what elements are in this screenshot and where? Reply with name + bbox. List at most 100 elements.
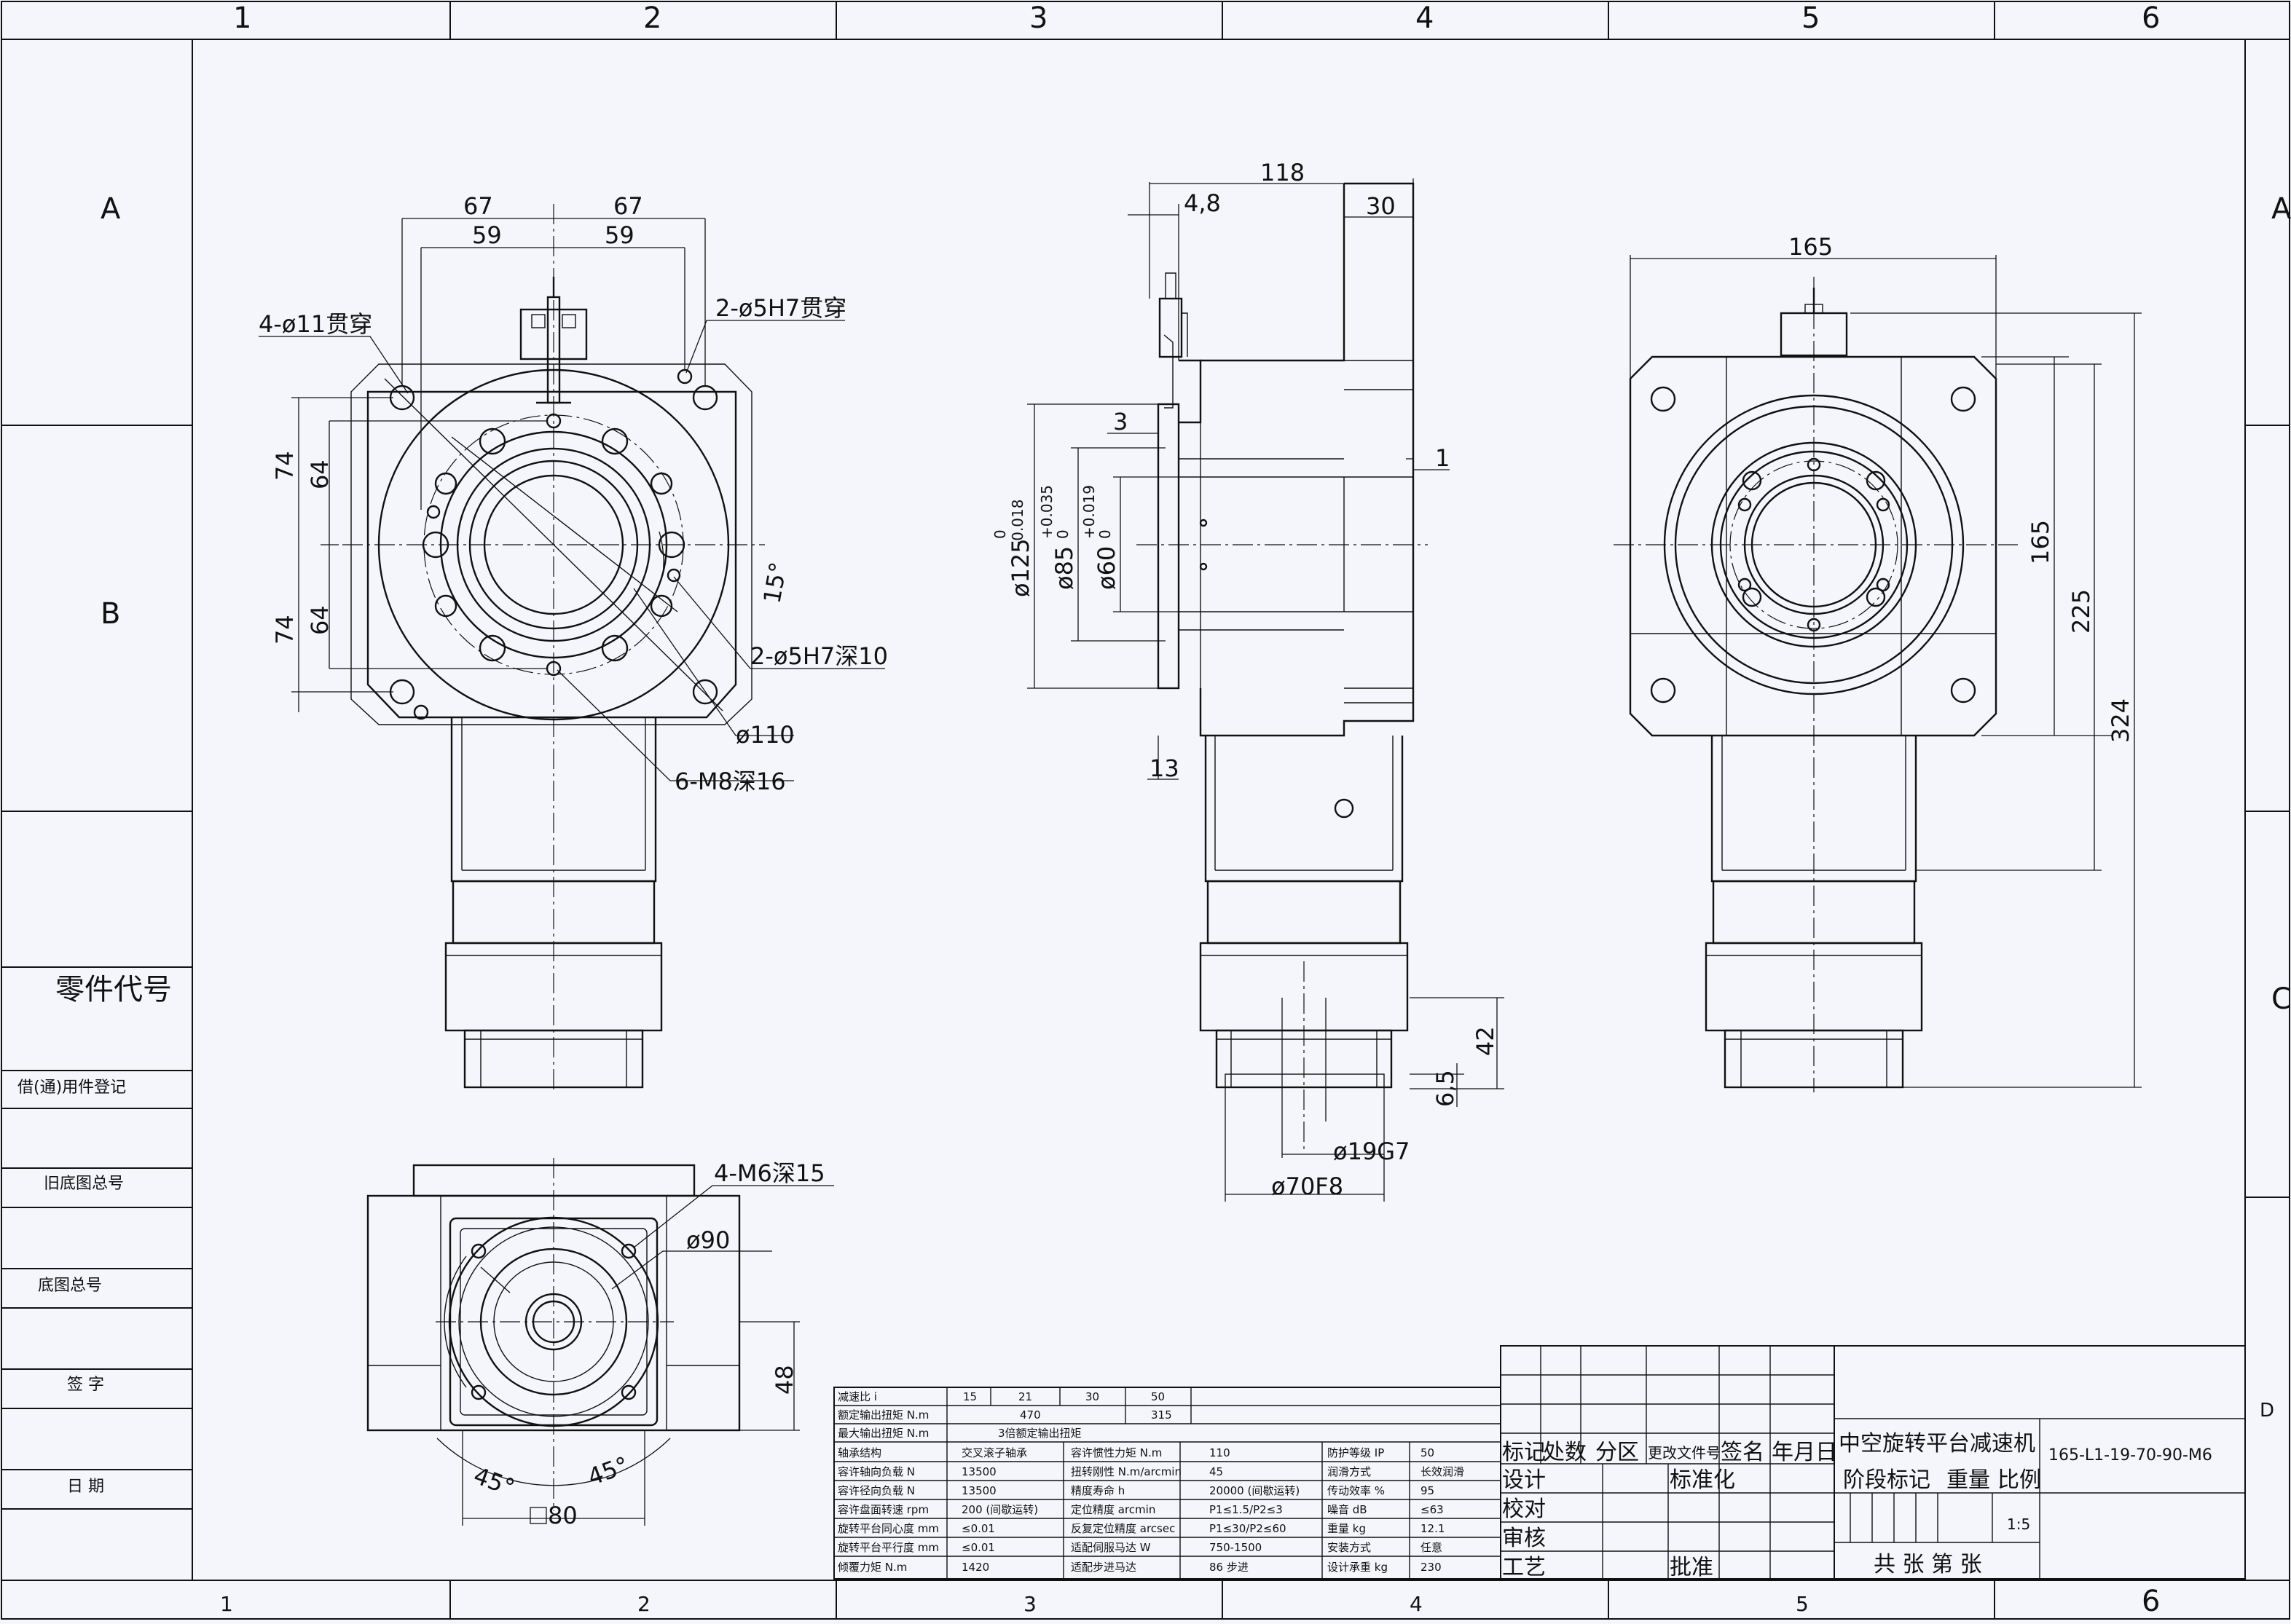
dim-dia-110: ø110 [736, 721, 795, 749]
spec-cell: P1≤1.5/P2≤3 [1209, 1503, 1283, 1516]
spec-cell: 1420 [962, 1561, 989, 1574]
field-date: 日 期 [67, 1478, 104, 1496]
spec-cell: 适配伺服马达 W [1071, 1541, 1151, 1554]
zone-right-A: A [2271, 192, 2291, 226]
note-pin-deep: 2-ø5H7深10 [750, 642, 888, 670]
spec-cell: 13500 [962, 1465, 997, 1478]
dim-angle-15: 15° [758, 560, 792, 605]
spec-cell: P1≤30/P2≤60 [1209, 1522, 1286, 1535]
dim-67-left: 67 [463, 192, 493, 220]
tb-mark: 标记 [1502, 1440, 1546, 1465]
spec-cell: 12.1 [1420, 1522, 1445, 1535]
spec-cell: 反复定位精度 arcsec [1071, 1522, 1175, 1535]
spec-cell: 长效润滑 [1420, 1465, 1464, 1478]
tb-stage: 阶段标记 [1843, 1467, 1930, 1493]
max-torque-label: 最大输出扭矩 N.m [838, 1427, 929, 1440]
title-block: 标记 处数 分区 更改文件号 签名 年月日 设计 校对 审核 工艺 标准化 批准… [1500, 1345, 2246, 1580]
dim-59-left: 59 [472, 221, 502, 249]
ratio-30: 30 [1085, 1390, 1099, 1403]
zone-bottom-4: 4 [1410, 1592, 1423, 1616]
spec-cell: 旋转平台平行度 mm [838, 1541, 939, 1554]
ratio-label: 减速比 i [838, 1390, 877, 1403]
dim-64-bottom: 64 [306, 605, 334, 635]
zone-bottom-3: 3 [1023, 1592, 1037, 1616]
tb-sheets: 共 张 第 张 [1874, 1552, 1982, 1577]
rated-torque-label: 额定输出扭矩 N.m [838, 1408, 929, 1422]
dim-74-bottom: 74 [271, 615, 299, 645]
zone-top-5: 5 [1801, 1, 1820, 35]
spec-cell: 20000 (间歇运转) [1209, 1484, 1300, 1497]
spec-cell: 86 步进 [1209, 1561, 1249, 1574]
front-view [259, 204, 885, 1092]
bottom-view [366, 1158, 834, 1526]
tb-date: 年月日 [1772, 1440, 1837, 1465]
dim-dia-125-tol-upper: 0 [991, 529, 1009, 539]
zone-left-B: B [101, 597, 120, 631]
zone-top-3: 3 [1029, 1, 1048, 35]
dim-4-8: 4,8 [1184, 189, 1221, 217]
ratio-50: 50 [1151, 1390, 1165, 1403]
spec-table: 减速比 i 15 21 30 50 额定输出扭矩 N.m 470 315 最大输… [833, 1387, 1501, 1580]
spec-cell: 交叉滚子轴承 [962, 1446, 1027, 1459]
tb-weight: 重量 [1946, 1467, 1990, 1493]
spec-cell: ≤0.01 [962, 1541, 995, 1554]
zone-left-A: A [101, 192, 121, 226]
spec-cell: 噪音 dB [1327, 1503, 1367, 1516]
spec-cell: 防护等级 IP [1327, 1446, 1384, 1459]
spec-cell: 定位精度 arcmin [1071, 1503, 1155, 1516]
dim-3: 3 [1113, 408, 1128, 435]
dim-74-top: 74 [271, 451, 299, 481]
side-view-labels: 118 4,8 30 3 1 13 ø125 0 -0.018 ø85 +0.0… [991, 159, 1499, 1200]
field-borrowed: 借(通)用件登记 [17, 1079, 126, 1097]
dim-dia-60-tol-upper: +0.019 [1080, 485, 1098, 539]
scale-value: 1:5 [2007, 1515, 2030, 1533]
zone-bottom-2: 2 [637, 1592, 651, 1616]
spec-cell: 设计承重 kg [1327, 1561, 1388, 1574]
spec-cell: 13500 [962, 1484, 997, 1497]
tb-check: 校对 [1502, 1497, 1546, 1522]
rated-torque-a: 470 [1020, 1408, 1041, 1422]
dim-1: 1 [1435, 444, 1450, 472]
dim-118: 118 [1260, 159, 1305, 186]
spec-cell: 45 [1209, 1465, 1223, 1478]
note-tapped-m6: 4-M6深15 [714, 1159, 825, 1187]
dim-13: 13 [1150, 754, 1179, 782]
dim-dia-70: ø70F8 [1271, 1172, 1343, 1200]
spec-cell: 重量 kg [1327, 1522, 1366, 1535]
spec-cell: 扭转刚性 N.m/arcmin [1071, 1465, 1182, 1478]
note-pin-through: 2-ø5H7贯穿 [715, 294, 846, 322]
zone-top-1: 1 [233, 1, 251, 35]
spec-cell: 容许盘面转速 rpm [838, 1503, 929, 1516]
part-code-label: 零件代号 [55, 973, 172, 1006]
rear-view-labels: 165 165 225 324 [1788, 233, 2134, 743]
tb-zone: 分区 [1595, 1440, 1639, 1465]
tb-process: 工艺 [1502, 1555, 1546, 1580]
part-number: 165-L1-19-70-90-M6 [2048, 1446, 2212, 1465]
field-signature: 签 字 [67, 1376, 104, 1394]
spec-cell: 旋转平台同心度 mm [838, 1522, 939, 1535]
zone-bottom-6: 6 [2142, 1585, 2160, 1618]
zone-right-D: D [2260, 1400, 2274, 1422]
dim-165-height: 165 [2027, 520, 2054, 564]
dim-dia-125: ø125 [1007, 538, 1034, 597]
tb-standard: 标准化 [1670, 1467, 1735, 1493]
dim-dia-85: ø85 [1050, 546, 1078, 590]
spec-cell: ≤0.01 [962, 1522, 995, 1535]
field-base-drawing-no: 底图总号 [38, 1277, 102, 1295]
front-view-labels: 67 67 59 59 74 74 64 64 15° ø110 4-ø11贯穿… [259, 192, 888, 795]
dim-angle-45-right: 45° [584, 1451, 632, 1491]
spec-cell: 任意 [1420, 1541, 1442, 1554]
zone-bottom-5: 5 [1796, 1592, 1809, 1616]
spec-cell: 传动效率 % [1327, 1484, 1385, 1497]
zone-right-C: C [2271, 982, 2291, 1016]
spec-cell: ≤63 [1420, 1503, 1444, 1516]
spec-cell: 容许轴向负载 N [838, 1465, 915, 1478]
zone-bottom-1: 1 [220, 1592, 233, 1616]
tb-approve: 批准 [1670, 1555, 1713, 1580]
spec-cell: 95 [1420, 1484, 1434, 1497]
dim-67-right: 67 [613, 192, 643, 220]
spec-cell: 110 [1209, 1446, 1230, 1459]
dim-dia-85-tol-upper: +0.035 [1038, 485, 1056, 539]
